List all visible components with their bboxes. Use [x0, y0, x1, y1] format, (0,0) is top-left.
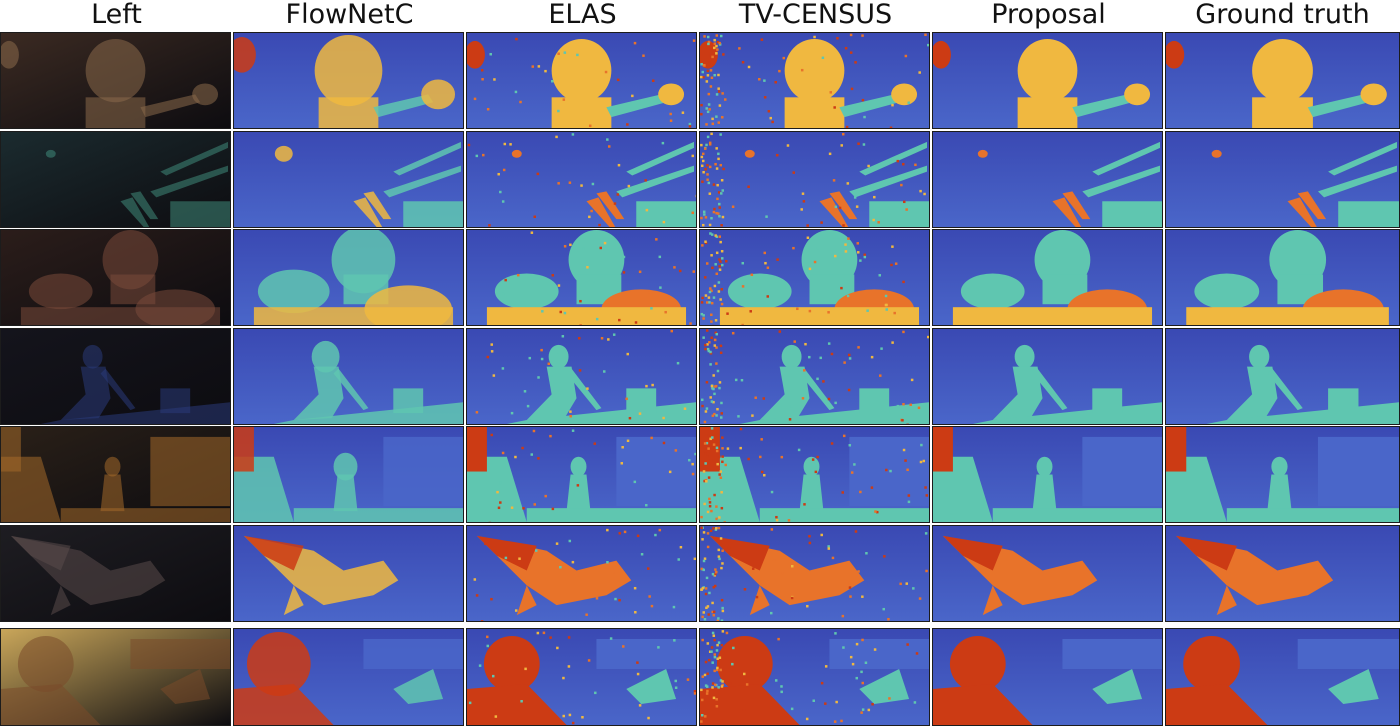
image-grid	[0, 32, 1400, 726]
cell-elas-row-2	[466, 131, 697, 228]
cell-flownetc-row-3	[233, 229, 464, 326]
col-title-tv-census: TV-CENSUS	[738, 0, 893, 30]
cell-left-photo-row-2	[0, 131, 231, 228]
cell-tv-census-row-6	[699, 525, 930, 622]
cell-elas-row-5	[466, 426, 697, 523]
cell-proposal-row-6	[932, 525, 1163, 622]
cell-tv-census-row-3	[699, 229, 930, 326]
cell-ground-truth-row-4	[1165, 328, 1400, 425]
cell-elas-row-1	[466, 32, 697, 129]
col-title-flownetc: FlowNetC	[285, 0, 414, 30]
cell-ground-truth-row-1	[1165, 32, 1400, 129]
cell-tv-census-row-1	[699, 32, 930, 129]
cell-flownetc-row-7	[233, 628, 464, 726]
cell-left-photo-row-1	[0, 32, 231, 129]
col-title-proposal: Proposal	[991, 0, 1106, 30]
cell-flownetc-row-6	[233, 525, 464, 622]
cell-proposal-row-4	[932, 328, 1163, 425]
col-title-ground-truth: Ground truth	[1195, 0, 1370, 30]
cell-proposal-row-2	[932, 131, 1163, 228]
cell-flownetc-row-1	[233, 32, 464, 129]
cell-left-photo-row-4	[0, 328, 231, 425]
cell-ground-truth-row-7	[1165, 628, 1400, 726]
cell-tv-census-row-7	[699, 628, 930, 726]
cell-elas-row-7	[466, 628, 697, 726]
cell-ground-truth-row-2	[1165, 131, 1400, 228]
cell-left-photo-row-7	[0, 628, 231, 726]
cell-tv-census-row-2	[699, 131, 930, 228]
cell-elas-row-6	[466, 525, 697, 622]
column-headers: Left FlowNetC ELAS TV-CENSUS Proposal Gr…	[0, 0, 1400, 32]
cell-elas-row-3	[466, 229, 697, 326]
cell-proposal-row-7	[932, 628, 1163, 726]
col-title-elas: ELAS	[548, 0, 617, 30]
cell-tv-census-row-4	[699, 328, 930, 425]
cell-elas-row-4	[466, 328, 697, 425]
cell-ground-truth-row-5	[1165, 426, 1400, 523]
cell-left-photo-row-6	[0, 525, 231, 622]
cell-proposal-row-1	[932, 32, 1163, 129]
cell-left-photo-row-5	[0, 426, 231, 523]
cell-flownetc-row-4	[233, 328, 464, 425]
cell-ground-truth-row-3	[1165, 229, 1400, 326]
cell-proposal-row-5	[932, 426, 1163, 523]
cell-flownetc-row-2	[233, 131, 464, 228]
cell-proposal-row-3	[932, 229, 1163, 326]
col-title-left: Left	[91, 0, 142, 30]
cell-flownetc-row-5	[233, 426, 464, 523]
cell-left-photo-row-3	[0, 229, 231, 326]
cell-tv-census-row-5	[699, 426, 930, 523]
cell-ground-truth-row-6	[1165, 525, 1400, 622]
